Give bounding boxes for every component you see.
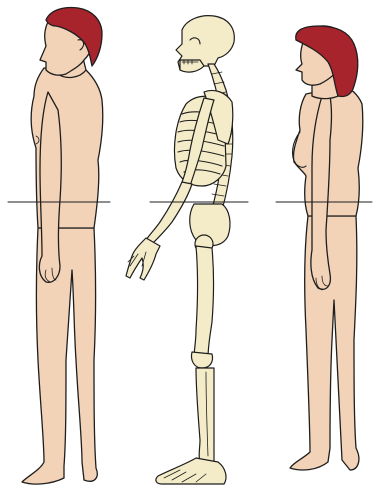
skeleton-shin-bones	[196, 368, 214, 462]
skeleton-foot	[156, 458, 226, 484]
skeleton-forearm	[146, 182, 192, 244]
male-figure	[22, 8, 103, 485]
skeleton-thigh-bone	[194, 246, 214, 358]
skeleton-knee	[191, 352, 212, 368]
male-arm	[39, 92, 61, 282]
skeleton-figure	[126, 16, 234, 484]
female-figure	[290, 26, 363, 470]
